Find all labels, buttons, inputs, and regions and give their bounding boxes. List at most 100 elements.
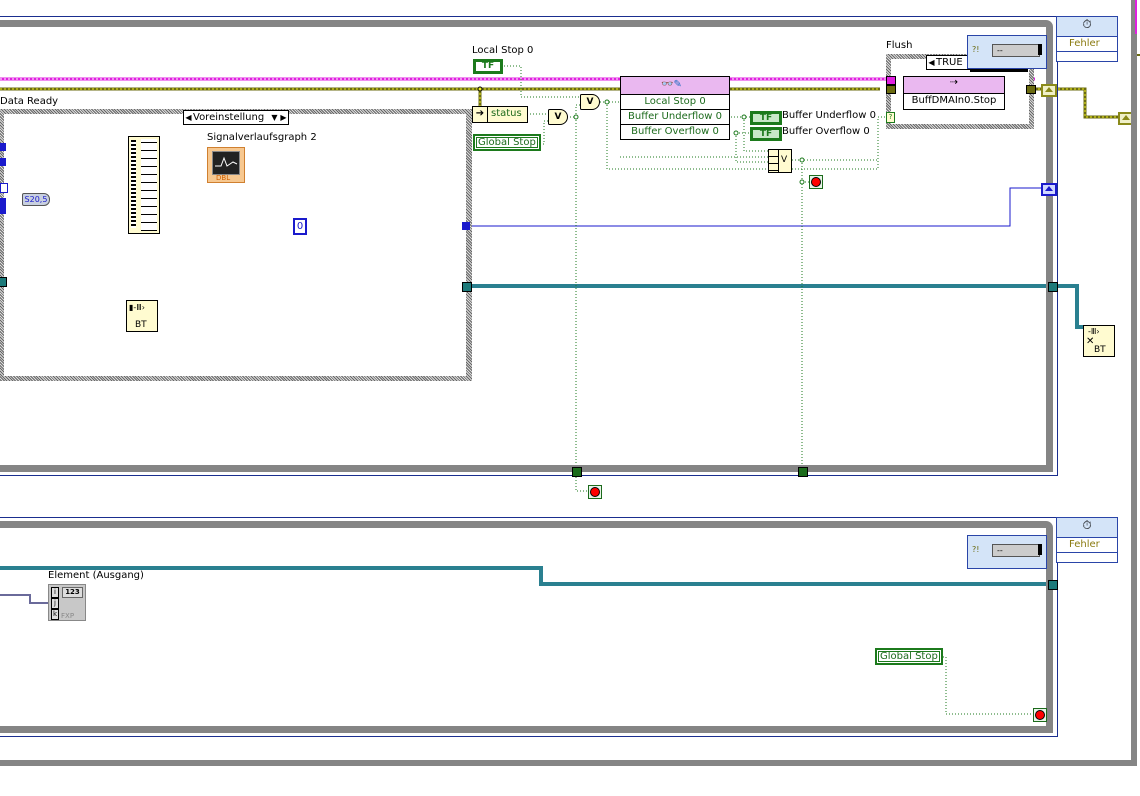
error-marker: ?! xyxy=(972,45,980,54)
flush-case-label: Flush xyxy=(886,40,913,51)
element-numeric-badge: 123 xyxy=(62,587,83,598)
error-junction xyxy=(477,86,483,92)
property-item[interactable]: Buffer Overflow 0 xyxy=(631,126,719,137)
prev-case-icon[interactable]: ◀ xyxy=(928,58,935,67)
enqueue-node[interactable]: ▮-Ⅲ› BT xyxy=(126,300,158,332)
global-stop-variable-2[interactable]: Global Stop xyxy=(875,648,943,665)
queue-icon: ▮-Ⅲ› xyxy=(129,303,146,312)
clock-icon: ⏱ xyxy=(1057,518,1117,538)
while-loop-2-outline xyxy=(0,517,1058,737)
queue-wire-3 xyxy=(0,566,1050,586)
case-structure-label: Data Ready xyxy=(0,96,59,107)
invoke-arrow-icon: ⇢ xyxy=(904,77,1004,94)
shift-register-error-1[interactable] xyxy=(1041,84,1057,97)
prev-case-icon[interactable]: ◀ xyxy=(185,113,192,122)
scale-node[interactable]: S20,5 xyxy=(22,193,50,206)
error-value: -- xyxy=(992,544,1040,557)
buffer-overflow-indicator: TF xyxy=(750,127,782,141)
element-indicator[interactable]: i j k 123 FXP xyxy=(48,584,86,621)
numeric-shift-wire xyxy=(466,187,1043,227)
invoke-method-label: BuffDMAIn0.Stop xyxy=(911,95,997,106)
while-loop-1-right[interactable] xyxy=(1046,20,1053,472)
error-terminal-label: Fehler xyxy=(1057,538,1117,553)
tunnel-queue-loop xyxy=(1048,282,1058,292)
error-marker: ?! xyxy=(972,545,980,554)
element-indices: i j k xyxy=(51,587,59,620)
clock-icon: ⏱ xyxy=(1057,17,1117,37)
case-selector-value: Voreinstellung xyxy=(193,112,265,123)
flush-case-selector-value: TRUE xyxy=(936,57,963,68)
while-loop-1-bottom[interactable] xyxy=(0,465,1053,472)
error-wire-out-dash xyxy=(1030,88,1118,118)
invoke-node[interactable]: ⇢ BuffDMAIn0.Stop xyxy=(903,76,1005,110)
error-cluster-2[interactable]: ?! -- xyxy=(967,535,1047,569)
tunnel-error-in xyxy=(886,85,896,94)
stop-terminal-loop-1[interactable] xyxy=(588,485,602,499)
wire-junctions xyxy=(573,99,805,185)
numeric-constant[interactable]: 0 xyxy=(293,218,307,235)
timed-loop-2-terminal[interactable]: ⏱ Fehler xyxy=(1056,517,1118,563)
case-selector-terminal: ? xyxy=(886,112,895,123)
stop-terminal-loop-2[interactable] xyxy=(1033,708,1047,722)
tunnel-bool-2 xyxy=(798,467,808,477)
while-loop-1-top[interactable] xyxy=(0,20,1046,27)
dropdown-icon[interactable]: ▼ xyxy=(271,113,278,122)
buffer-underflow-indicator: TF xyxy=(750,111,782,125)
tunnel-numeric-right xyxy=(462,222,470,230)
release-queue-node[interactable]: -Ⅲ› ✕ BT xyxy=(1083,325,1115,357)
tunnel-refnum xyxy=(886,76,896,85)
while-loop-2-bottom[interactable] xyxy=(0,726,1053,733)
or-gate-1[interactable]: V xyxy=(548,109,568,125)
property-node-header: 👓✎ xyxy=(621,77,729,95)
while-loop-1-outline xyxy=(0,16,1058,476)
local-stop-label: Local Stop 0 xyxy=(472,45,534,56)
glasses-pencil-icon: 👓✎ xyxy=(661,79,682,90)
unbundle-status-node[interactable]: ➔ status xyxy=(472,106,528,123)
bundle-node[interactable] xyxy=(128,136,160,234)
outer-loop-bottom[interactable] xyxy=(0,760,1137,766)
or-gate-2[interactable]: V xyxy=(580,94,600,110)
tunnel-numeric-2 xyxy=(0,158,6,166)
shift-register-numeric[interactable] xyxy=(1041,183,1057,196)
close-icon: ✕ xyxy=(1086,336,1095,347)
bundle-node-inputs xyxy=(131,140,136,228)
next-case-icon[interactable]: ▶ xyxy=(280,113,287,122)
error-cluster-1[interactable]: ?! -- xyxy=(967,35,1047,69)
tunnel-queue-right xyxy=(462,282,472,292)
property-node[interactable]: 👓✎ Local Stop 0 Buffer Underflow 0 Buffe… xyxy=(620,76,730,140)
buffer-underflow-label: Buffer Underflow 0 xyxy=(782,110,876,121)
tunnel-numeric-1 xyxy=(0,143,6,151)
buffer-overflow-label: Buffer Overflow 0 xyxy=(782,126,870,137)
error-terminal-label: Fehler xyxy=(1057,37,1117,52)
graph-indicator[interactable]: DBL xyxy=(207,147,245,183)
graph-indicator-label: Signalverlaufsgraph 2 xyxy=(207,132,317,143)
tunnel-error-out xyxy=(1026,85,1036,94)
local-stop-control[interactable]: TF xyxy=(473,59,503,74)
bundle-node-outputs xyxy=(141,139,157,231)
enqueue-node-text: BT xyxy=(135,320,147,330)
tunnel-bool-1 xyxy=(572,467,582,477)
element-indicator-label: Element (Ausgang) xyxy=(48,570,144,581)
unbundle-status-label: status xyxy=(491,108,522,119)
outer-loop-right[interactable] xyxy=(1131,0,1137,766)
graph-icon xyxy=(212,151,240,175)
stop-terminal-1[interactable] xyxy=(809,175,823,189)
tunnel-numeric-3 xyxy=(0,198,6,214)
while-loop-2-right[interactable] xyxy=(1046,521,1053,733)
compound-or-node[interactable]: V xyxy=(768,149,792,173)
release-node-text: BT xyxy=(1094,345,1106,355)
graph-type-badge: DBL xyxy=(216,174,231,182)
element-type-badge: FXP xyxy=(61,612,75,620)
error-value: -- xyxy=(992,44,1040,57)
arrow-right-icon: ➔ xyxy=(473,107,488,122)
property-item[interactable]: Buffer Underflow 0 xyxy=(621,110,729,125)
timed-loop-1-terminal[interactable]: ⏱ Fehler xyxy=(1056,16,1118,62)
property-item[interactable]: Local Stop 0 xyxy=(621,95,729,110)
case-selector[interactable]: ◀ Voreinstellung ▼ ▶ xyxy=(183,110,289,125)
while-loop-2-top[interactable] xyxy=(0,521,1046,528)
flush-case-selector[interactable]: ◀ TRUE xyxy=(926,55,972,70)
tunnel-case-question xyxy=(0,183,8,193)
global-stop-variable-1[interactable]: Global Stop xyxy=(473,134,541,151)
tunnel-queue-loop-2 xyxy=(1048,580,1058,590)
compound-or-label: V xyxy=(781,155,788,165)
